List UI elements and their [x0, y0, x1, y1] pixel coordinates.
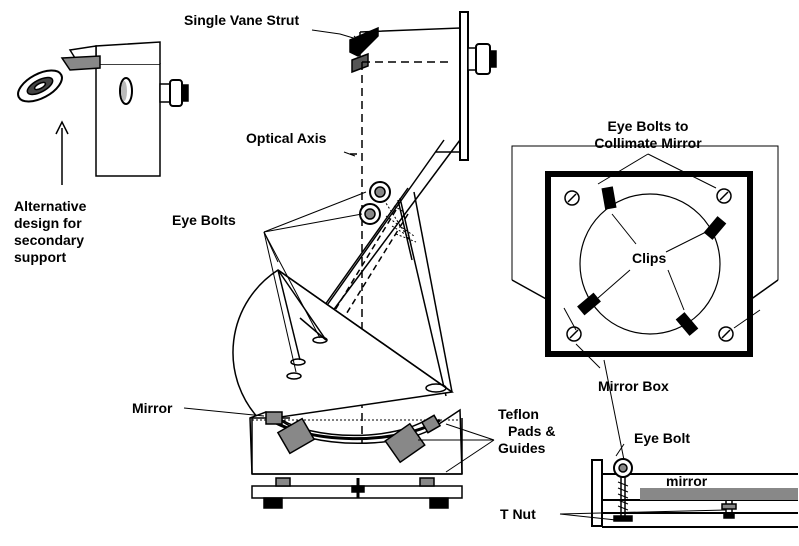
leader-lines [183, 29, 495, 473]
mirror-box-top-view [511, 145, 779, 369]
label-teflon-line-3: Guides [498, 440, 546, 456]
label-mirror-box: Mirror Box [598, 378, 669, 394]
label-teflon: Teflon Pads & Guides [498, 406, 555, 457]
label-teflon-line-2: Pads & [508, 423, 556, 439]
label-optical-axis: Optical Axis [246, 130, 327, 146]
label-alt-line-3: secondary [14, 232, 85, 248]
label-collimate-line-1: Eye Bolts to [607, 118, 689, 134]
label-alt-line-2: design for [14, 215, 82, 231]
mirror-plate-label: mirror [666, 473, 708, 489]
label-eye-bolts-collimate: Eye Bolts to Collimate Mirror [572, 118, 724, 152]
label-clips: Clips [632, 250, 667, 266]
label-teflon-line-1: Teflon [498, 406, 539, 422]
label-alternative-design: Alternative design for secondary support [14, 198, 86, 266]
label-mirror: Mirror [132, 400, 173, 416]
label-alt-line-1: Alternative [14, 198, 87, 214]
label-eye-bolts: Eye Bolts [172, 212, 236, 228]
mirror-cell-rocker [232, 181, 454, 421]
label-collimate-line-2: Collimate Mirror [594, 135, 702, 151]
alt-secondary-support-drawing [17, 41, 189, 185]
eye-bolt-cross-section [559, 359, 798, 528]
label-alt-line-4: support [14, 249, 67, 265]
label-t-nut: T Nut [500, 506, 536, 522]
label-eye-bolt: Eye Bolt [634, 430, 691, 446]
rocker-box [249, 408, 463, 509]
label-single-vane-strut: Single Vane Strut [184, 12, 300, 28]
